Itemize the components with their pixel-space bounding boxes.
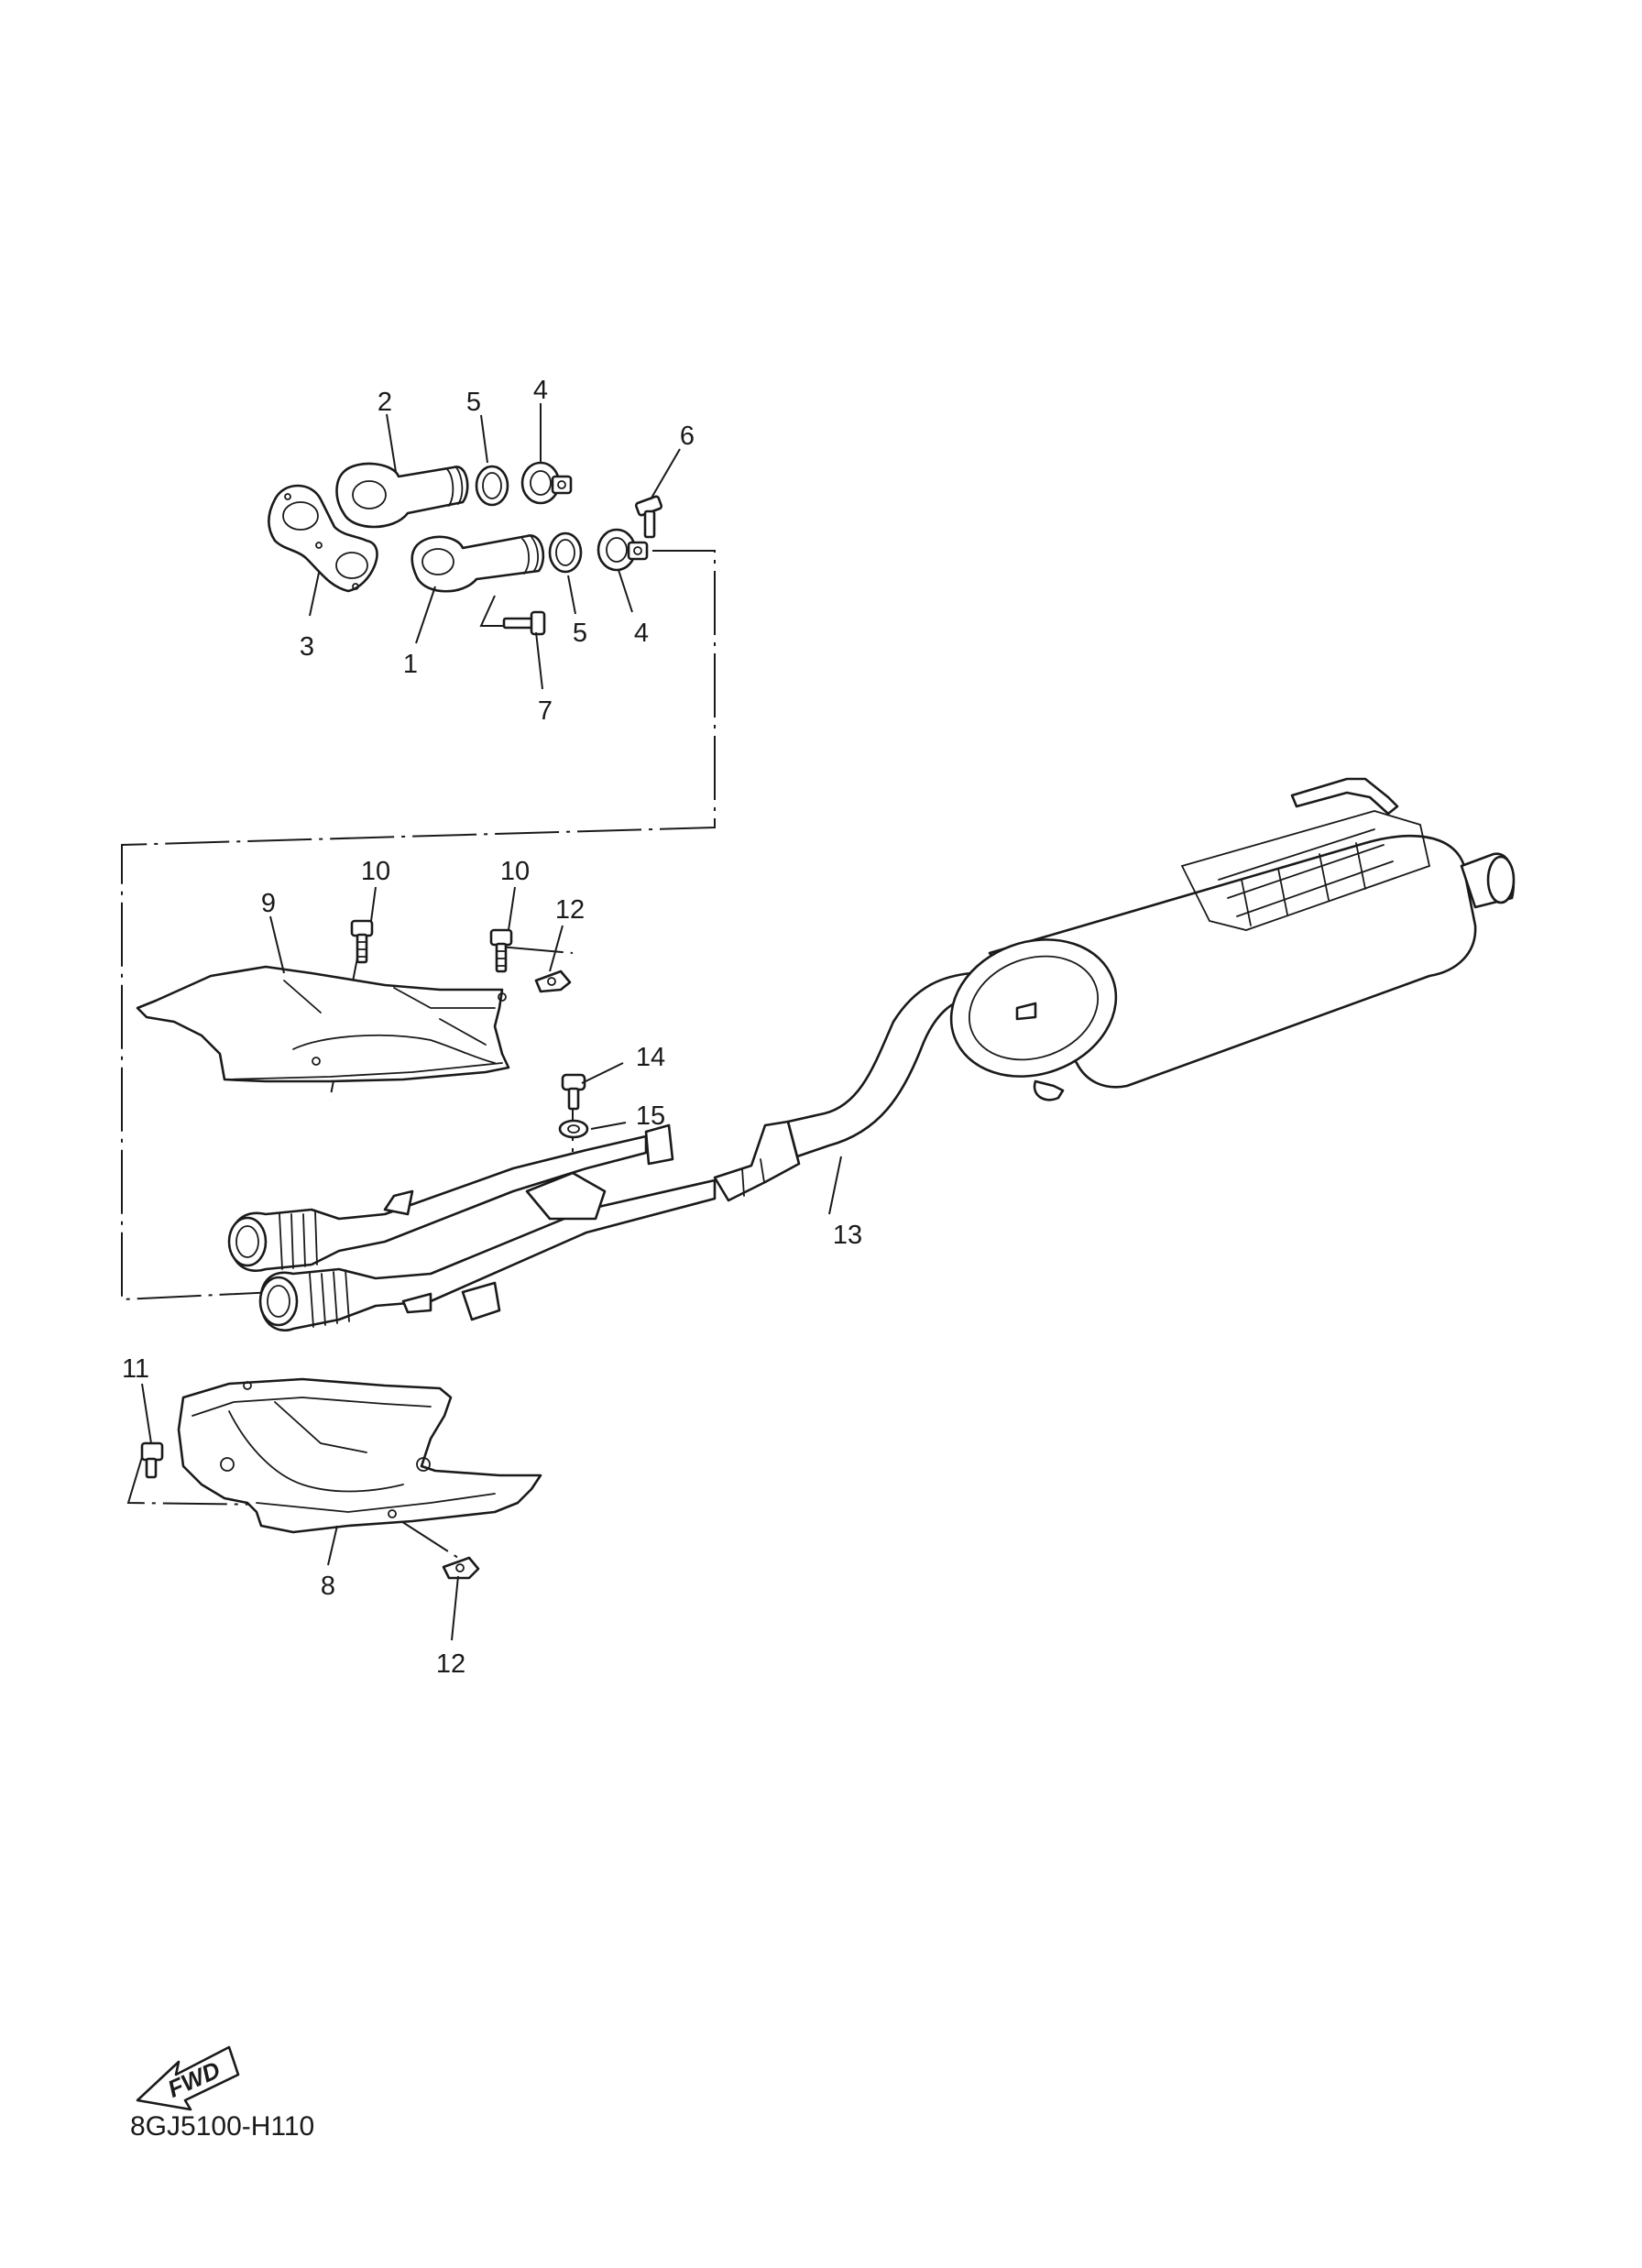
callout-15: 15: [636, 1101, 665, 1131]
callout-2: 2: [378, 388, 392, 417]
callout-3: 3: [300, 632, 314, 662]
callout-1: 1: [403, 650, 418, 679]
callout-4-lower: 4: [634, 619, 649, 648]
callout-11: 11: [122, 1354, 149, 1384]
part-12-upper-clip-nut: [534, 970, 572, 993]
part-10-left-bolt: [350, 919, 374, 964]
leader-lines: [141, 403, 842, 1641]
callout-5-lower: 5: [573, 619, 587, 648]
callout-9: 9: [261, 889, 276, 918]
part-10-right-bolt: [489, 928, 513, 973]
part-2-upper-exhaust-pipe: [335, 462, 469, 529]
callout-6: 6: [680, 422, 695, 451]
callout-14: 14: [636, 1043, 665, 1072]
part-6-bolt: [634, 495, 663, 539]
callout-7: 7: [538, 696, 553, 726]
callout-12-upper: 12: [555, 895, 585, 925]
part-5-upper-seal-ring: [475, 465, 509, 507]
part-12-lower-clip-nut: [442, 1556, 480, 1580]
part-4-lower-clamp: [597, 528, 649, 572]
part-13-exhaust-pipe-assembly: [227, 777, 1516, 1332]
part-4-upper-clamp: [520, 461, 573, 505]
callout-13: 13: [833, 1221, 862, 1250]
callout-10-right: 10: [500, 857, 530, 886]
part-3-gasket: [267, 484, 378, 593]
part-15-washer: [558, 1119, 589, 1139]
part-1-lower-exhaust-pipe: [410, 534, 545, 593]
callout-4-upper: 4: [533, 376, 548, 405]
callout-labels: 1 2 3 4 4 5 5 6 7 8 9 10 10 11 12 12 13 …: [122, 376, 862, 1679]
part-7-bolt: [502, 610, 546, 636]
part-11-bolt: [140, 1441, 164, 1479]
part-14-bolt: [561, 1073, 586, 1111]
callout-5-upper: 5: [466, 388, 481, 417]
diagram-code: 8GJ5100-H110: [130, 2111, 314, 2142]
fwd-direction-arrow: FWD: [136, 2045, 240, 2111]
callout-12-lower: 12: [436, 1649, 465, 1679]
callout-10-left: 10: [361, 857, 390, 886]
callout-8: 8: [321, 1572, 335, 1601]
part-9-upper-heat-protector: [136, 965, 510, 1083]
part-5-lower-seal-ring: [548, 531, 583, 574]
part-8-lower-heat-protector: [177, 1377, 542, 1534]
